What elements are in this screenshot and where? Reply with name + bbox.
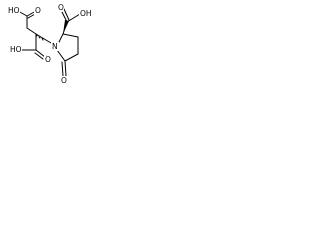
bond-c3-c2r — [64, 53, 79, 62]
stereo-bonds — [36, 20, 69, 41]
atom-labels: HO O O OH HO N O O — [8, 3, 92, 85]
bond-ring-carbonyl-a — [64, 60, 67, 77]
label-o-top-right: O — [58, 3, 64, 12]
wedge-bond — [63, 20, 69, 34]
bond-ring-carbonyl-b — [61, 61, 64, 77]
label-oh-top-right: OH — [80, 9, 92, 18]
bond-c2-o-double-b — [34, 52, 44, 60]
label-ho-top-left: HO — [8, 6, 20, 15]
label-n-ring: N — [52, 42, 58, 51]
bond-c2r-n — [56, 49, 66, 62]
label-ho-mid-left: HO — [10, 45, 22, 54]
bond-cooh-oh — [66, 13, 81, 23]
bond-ch2-ca — [26, 27, 37, 35]
chemical-structure-diagram: HO O O OH HO N O O — [8, 3, 92, 85]
label-o-ring: O — [61, 76, 67, 85]
bond-cooh-o-double-b — [63, 8, 70, 21]
bond-ca-n — [35, 33, 52, 44]
bond-c5-c4 — [62, 33, 79, 38]
label-o-top-left: O — [35, 6, 41, 15]
bond-c2-o-double-a — [35, 49, 46, 58]
bonds — [17, 8, 81, 77]
label-o-mid: O — [45, 55, 51, 64]
hashed-bond — [36, 34, 44, 41]
